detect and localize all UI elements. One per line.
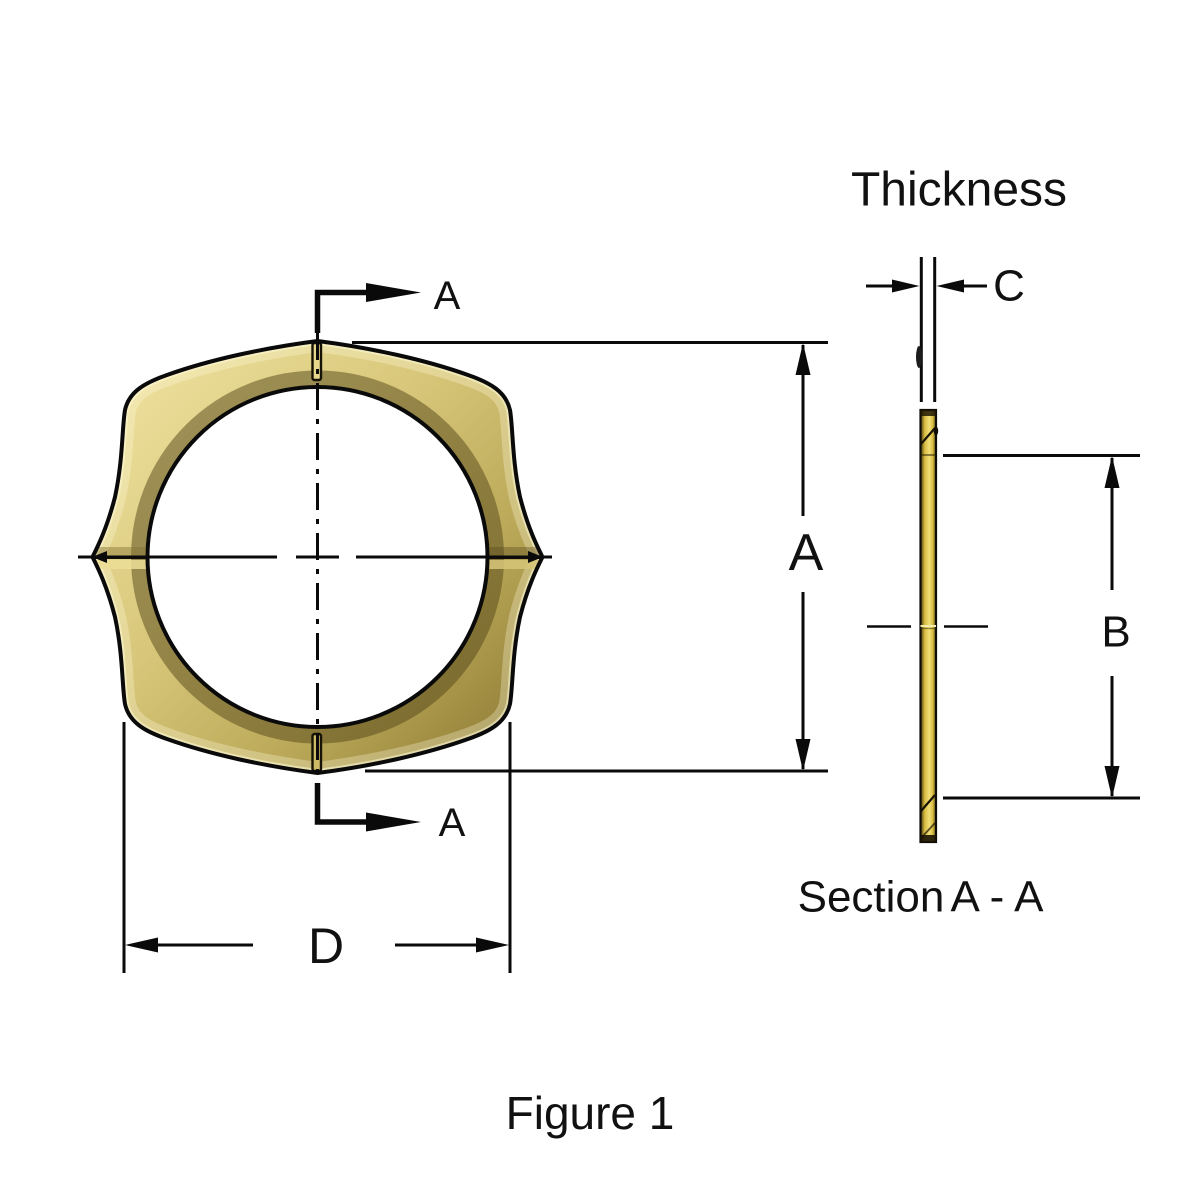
front-view: A A A D <box>78 274 828 974</box>
section-strip <box>867 408 988 844</box>
dim-c-label: C <box>993 262 1025 311</box>
cutting-plane-bottom-label: A <box>439 801 466 845</box>
section-view: Thickness C <box>798 164 1140 922</box>
cutting-plane-top-label: A <box>434 274 461 318</box>
dimension-d: D <box>122 722 512 974</box>
centerlines <box>78 333 552 783</box>
dimension-a: A <box>352 341 828 773</box>
cutting-plane-top: A <box>314 274 461 333</box>
section-caption-cut: A - A <box>951 873 1045 922</box>
edge-mark <box>916 346 922 368</box>
figure-caption: Figure 1 <box>506 1087 675 1139</box>
section-caption-word: Section <box>798 873 945 922</box>
dimension-b: B <box>943 454 1140 800</box>
section-caption: Section A - A <box>798 873 1045 922</box>
cutting-plane-bottom: A <box>314 783 466 845</box>
dim-d-label: D <box>308 918 344 974</box>
section-title: Thickness <box>851 164 1067 217</box>
dimension-c: C <box>866 257 1025 402</box>
dim-a-label: A <box>789 524 824 582</box>
dim-b-label: B <box>1101 608 1130 657</box>
